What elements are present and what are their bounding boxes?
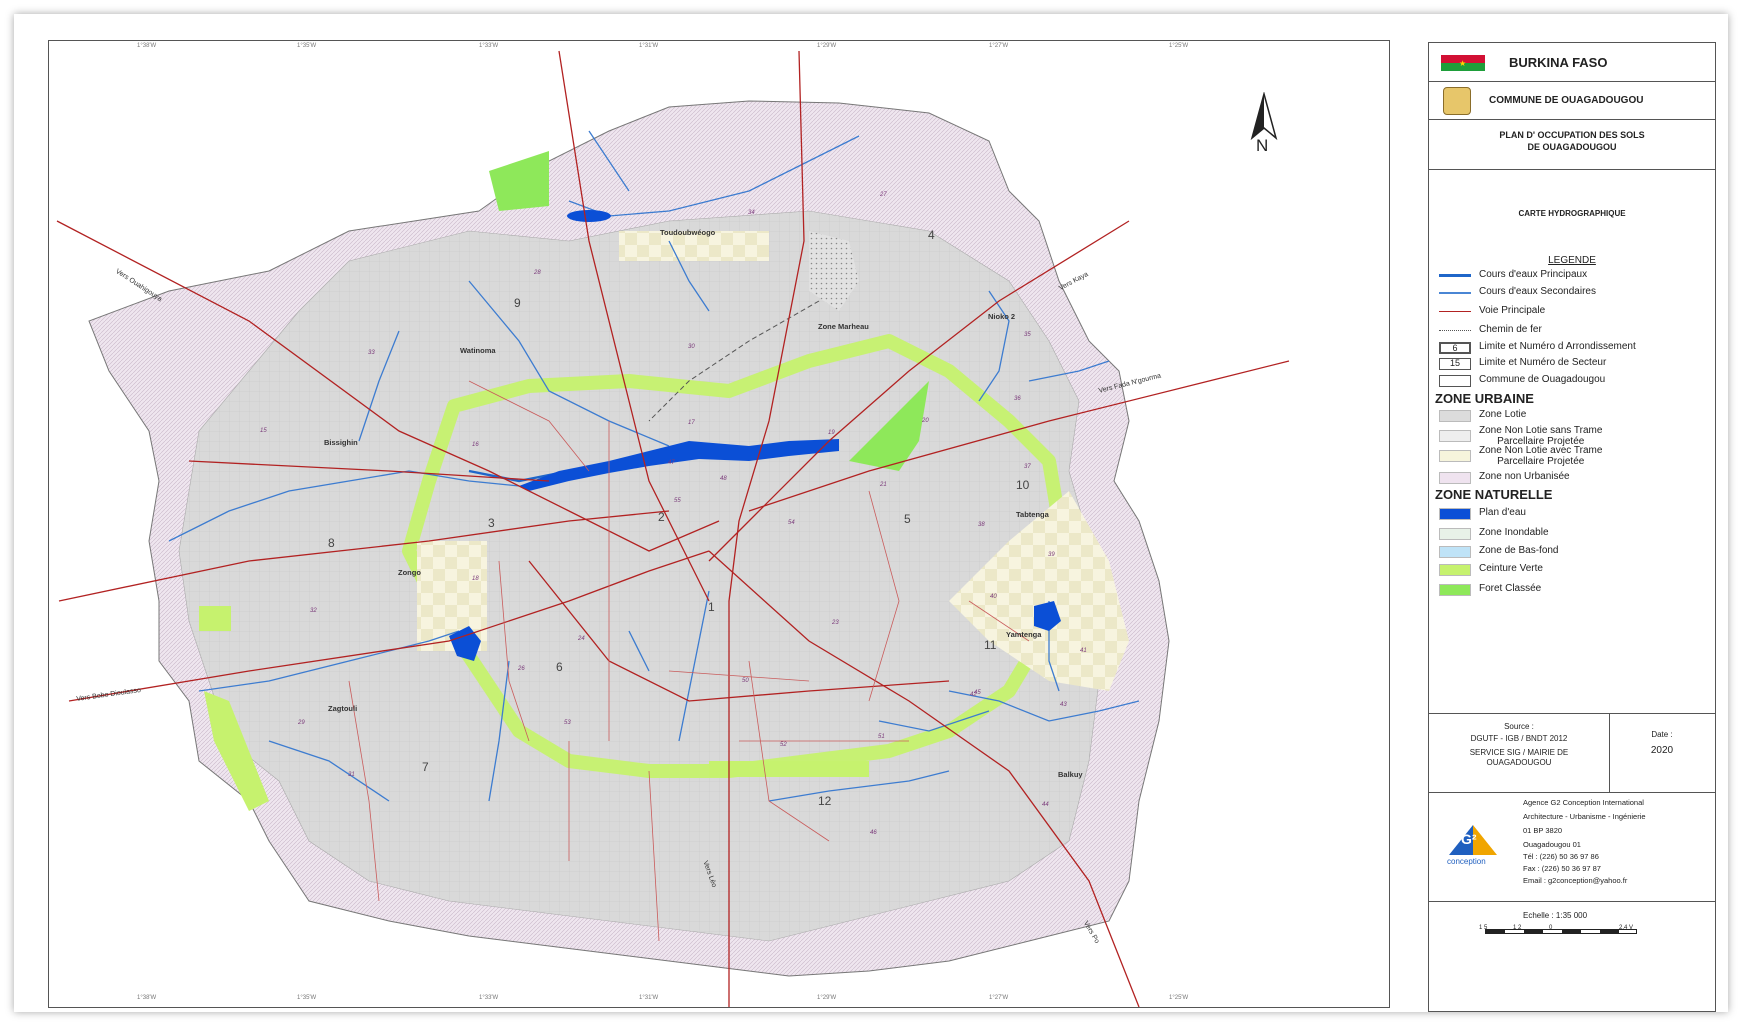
- legend-line-label: Limite et Numéro de Secteur: [1479, 357, 1607, 368]
- agency-tel: Tél : (226) 50 36 97 86: [1523, 852, 1599, 861]
- zone-naturelle-label: Plan d'eau: [1479, 507, 1526, 518]
- zone-naturelle-swatch: [1439, 564, 1471, 576]
- zone-naturelle-swatch: [1439, 508, 1471, 520]
- north-arrow: N: [1244, 91, 1284, 162]
- scale-block: Echelle : 1:35 000 1 5 1 2 0 2.4 V: [1429, 901, 1715, 951]
- zone-urbaine-swatch: [1439, 450, 1471, 462]
- g2-logo-text: conception: [1447, 857, 1486, 866]
- source-line1: DGUTF - IGB / BNDT 2012: [1470, 734, 1568, 743]
- zone-urbaine-label: Zone Lotie: [1479, 409, 1527, 420]
- commune-title: COMMUNE DE OUAGADOUGOU: [1489, 95, 1644, 106]
- plan-title-line1: PLAN D' OCCUPATION DES SOLS: [1499, 130, 1645, 140]
- agency-bp: 01 BP 3820: [1523, 826, 1563, 835]
- zone-non-lotie-north: [619, 231, 769, 261]
- source-title: Source :: [1504, 722, 1534, 731]
- source-block: Source : DGUTF - IGB / BNDT 2012 SERVICE…: [1429, 713, 1715, 793]
- zone-naturelle-label: Ceinture Verte: [1479, 563, 1543, 574]
- legend-line-symbol: 6: [1439, 342, 1471, 354]
- map-sheet: 1°38'W 1°35'W 1°33'W 1°31'W 1°29'W 1°27'…: [14, 14, 1728, 1012]
- scale-tick-label: 2.4 V: [1619, 925, 1634, 931]
- legend-line-label: Cours d'eaux Secondaires: [1479, 286, 1596, 297]
- foret-classee-est: [849, 381, 929, 471]
- zone-naturelle-label: Zone Inondable: [1479, 527, 1549, 538]
- agency-email: Email : g2conception@yahoo.fr: [1523, 876, 1628, 885]
- zone-naturelle-heading: ZONE NATURELLE: [1435, 487, 1553, 502]
- scale-label: Echelle : 1:35 000: [1523, 911, 1588, 920]
- zone-urbaine-swatch: [1439, 472, 1471, 484]
- plan-deau-nord: [567, 210, 611, 222]
- legend-line-symbol: [1439, 274, 1471, 277]
- legend-panel: ★ BURKINA FASO COMMUNE DE OUAGADOUGOU PL…: [1428, 42, 1716, 1012]
- zone-naturelle-swatch: [1439, 584, 1471, 596]
- scale-tick-label: 0: [1549, 925, 1553, 931]
- plan-deau-ouest: [449, 626, 481, 661]
- foret-classee-ouest: [204, 691, 269, 811]
- agency-name: Agence G2 Conception International: [1523, 798, 1644, 807]
- agency-activity: Architecture - Urbanisme - Ingénierie: [1523, 812, 1646, 821]
- date-value: 2020: [1650, 745, 1674, 756]
- legend-line-symbol: [1439, 292, 1471, 294]
- source-line2: SERVICE SIG / MAIRIE DE: [1469, 748, 1569, 757]
- legend-line-label: Chemin de fer: [1479, 324, 1542, 335]
- map-frame: 1°38'W 1°35'W 1°33'W 1°31'W 1°29'W 1°27'…: [48, 40, 1390, 1008]
- agency-city: Ouagadougou 01: [1523, 840, 1581, 849]
- foret-classee-small: [199, 606, 231, 631]
- burkina-flag-icon: ★: [1441, 55, 1485, 71]
- country-title: BURKINA FASO: [1509, 55, 1608, 70]
- legend-line-symbol: [1439, 375, 1471, 387]
- scale-tick-label: 1 5: [1479, 925, 1488, 931]
- zone-non-lotie-east: [949, 491, 1129, 691]
- green-strip-south: [709, 761, 869, 777]
- zone-naturelle-swatch: [1439, 528, 1471, 540]
- carte-title: CARTE HYDROGRAPHIQUE: [1518, 209, 1626, 218]
- scale-ticks: 1 5 1 2 0 2.4 V: [1479, 925, 1649, 935]
- date-label: Date :: [1651, 730, 1673, 739]
- zone-urbaine-swatch: [1439, 430, 1471, 442]
- zone-naturelle-swatch: [1439, 546, 1471, 558]
- main-roads: [56, 50, 1290, 1007]
- legend-line-label: Cours d'eaux Principaux: [1479, 269, 1588, 280]
- legend-line-symbol: 15: [1439, 358, 1471, 370]
- zone-urbaine-heading: ZONE URBAINE: [1435, 391, 1534, 406]
- green-belt: [402, 334, 1066, 778]
- legend-line-label: Voie Principale: [1479, 305, 1546, 316]
- legend-line-symbol: [1439, 311, 1471, 312]
- zone-naturelle-label: Zone de Bas-fond: [1479, 545, 1559, 556]
- plan-title-line2: DE OUAGADOUGOU: [1527, 142, 1617, 152]
- scale-bar: [1485, 929, 1637, 934]
- g2-mark: G²: [1461, 831, 1477, 847]
- commune-emblem-icon: [1443, 87, 1471, 115]
- scale-tick-label: 1 2: [1513, 925, 1522, 931]
- agency-fax: Fax : (226) 50 36 97 87: [1523, 864, 1601, 873]
- zone-urbaine-swatch: [1439, 410, 1471, 422]
- north-label: N: [1256, 136, 1269, 155]
- zone-urbaine-label: Zone non Urbanisée: [1479, 471, 1570, 482]
- agency-block: G² conception Agence G2 Conception Inter…: [1429, 791, 1715, 902]
- source-line3: OUAGADOUGOU: [1486, 758, 1552, 767]
- secondary-rivers: [168, 130, 1140, 802]
- legende-heading: LEGENDE: [1548, 255, 1596, 266]
- plan-deau-barrages: [519, 439, 839, 491]
- map-canvas: [56, 50, 1290, 1007]
- g2-logo: G² conception: [1445, 821, 1501, 869]
- zone-inondable: [809, 231, 859, 311]
- header-commune: COMMUNE DE OUAGADOUGOU: [1429, 81, 1715, 120]
- legend-line-label: Limite et Numéro d Arrondissement: [1479, 341, 1636, 352]
- railway: [648, 300, 820, 422]
- plan-deau-est: [1034, 601, 1061, 631]
- header-plan: PLAN D' OCCUPATION DES SOLS DE OUAGADOUG…: [1429, 119, 1715, 170]
- header-country: ★ BURKINA FASO: [1429, 43, 1715, 82]
- foret-classee-nord: [489, 151, 549, 211]
- legend-line-symbol: [1439, 330, 1471, 331]
- legend-line-label: Commune de Ouagadougou: [1479, 374, 1606, 385]
- urban-zone: [178, 210, 1110, 942]
- zone-naturelle-label: Foret Classée: [1479, 583, 1542, 594]
- secondary-roads: [348, 380, 1030, 942]
